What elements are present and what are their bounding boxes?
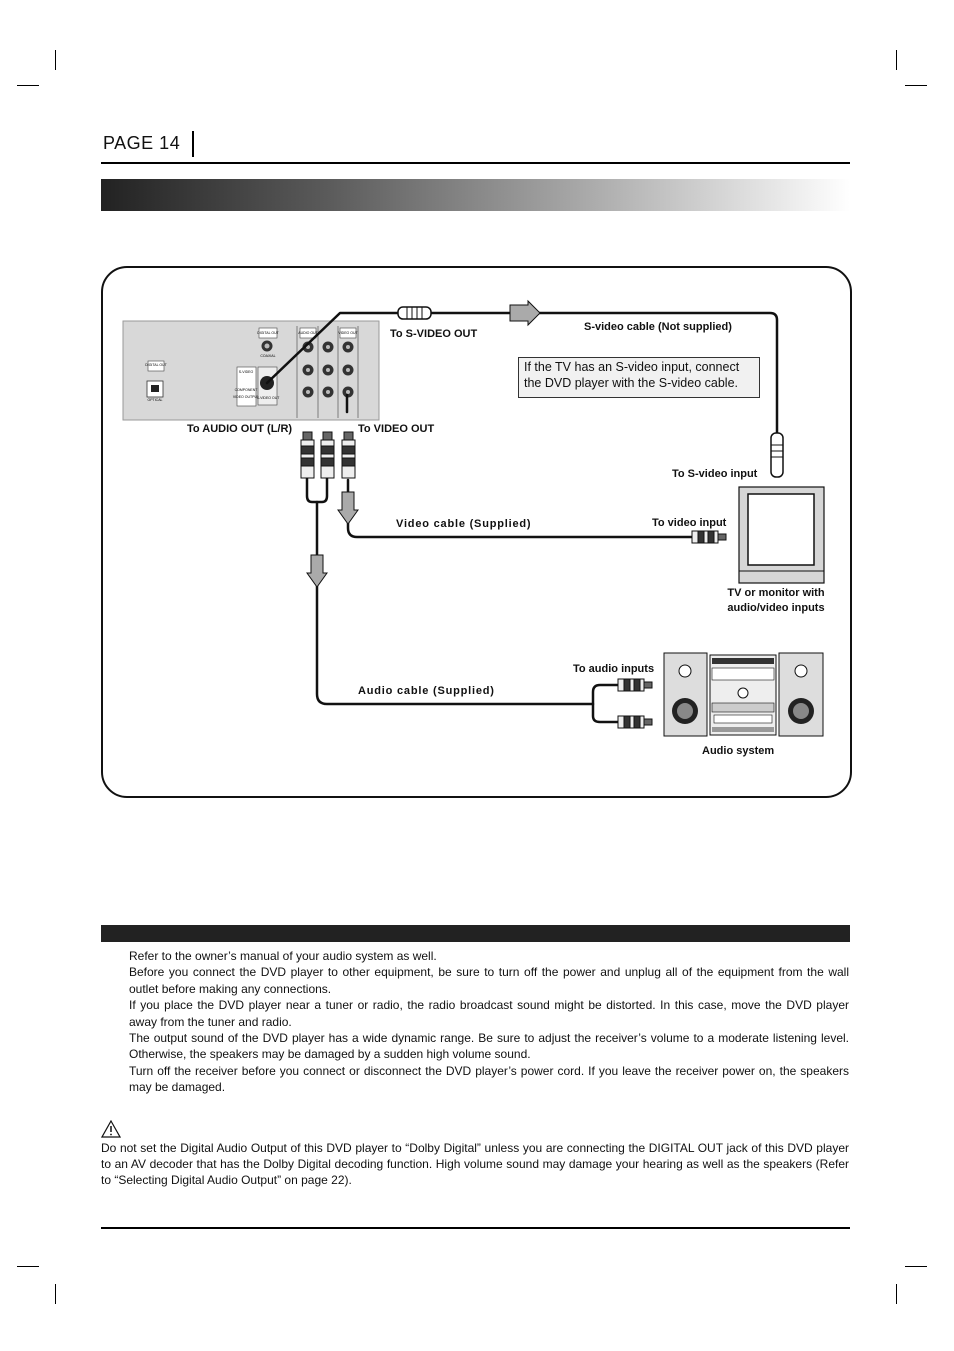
- direction-arrow: [337, 491, 359, 525]
- panel-label: DIGITAL OUT: [257, 331, 279, 335]
- panel-label: VIDEO OUT: [338, 331, 358, 335]
- audio-cable-line: [305, 476, 329, 504]
- s-video-note-box: If the TV has an S-video input, connect …: [518, 357, 760, 398]
- note-item: Before you connect the DVD player to oth…: [129, 965, 849, 996]
- label-to-video-input: To video input: [652, 517, 727, 529]
- tv-monitor-graphic: [738, 486, 825, 584]
- panel-label: COMPONENT: [235, 388, 259, 392]
- warning-triangle-icon: [101, 1120, 121, 1138]
- label-video-cable: Video cable (Supplied): [396, 518, 532, 530]
- label-to-audio-out: To AUDIO OUT (L/R): [187, 423, 293, 435]
- rca-plug-video: [691, 530, 727, 544]
- cables: [265, 311, 779, 724]
- panel-label: DIGITAL OUT: [145, 363, 167, 367]
- direction-arrow: [306, 554, 328, 588]
- panel-label: S-VIDEO: [239, 370, 254, 374]
- crop-mark: [55, 1284, 56, 1304]
- s-video-cable-line: [265, 311, 400, 385]
- crop-mark: [905, 1266, 927, 1267]
- rca-plugs-audio: [617, 678, 653, 729]
- section-title-band: [101, 179, 850, 211]
- video-cable-line: [346, 478, 694, 539]
- caution-text: Do not set the Digital Audio Output of t…: [101, 1141, 849, 1187]
- label-to-s-video-out: To S-VIDEO OUT: [390, 328, 478, 340]
- label-s-video-cable: S-video cable (Not supplied): [584, 321, 732, 333]
- s-video-plug: [397, 306, 432, 320]
- crop-mark: [17, 1266, 39, 1267]
- crop-mark: [55, 50, 56, 70]
- label-tv-monitor: TV or monitor with audio/video inputs: [720, 586, 832, 616]
- panel-label: S-VIDEO OUT: [257, 396, 281, 400]
- label-to-video-out: To VIDEO OUT: [358, 423, 435, 435]
- dvd-rear-panel: DIGITAL OUT OPTICAL DIGITAL OUT COAXIAL …: [122, 320, 380, 421]
- crop-mark: [896, 1284, 897, 1304]
- panel-label: VIDEO OUTPUT: [233, 395, 260, 399]
- audio-system-graphic: [663, 652, 824, 737]
- note-item: Turn off the receiver before you connect…: [129, 1063, 849, 1095]
- rca-plugs: [300, 431, 356, 479]
- label-to-audio-inputs: To audio inputs: [573, 663, 655, 675]
- header-divider: [192, 131, 194, 157]
- note-item: If you place the DVD player near a tuner…: [129, 998, 849, 1029]
- crop-mark: [896, 50, 897, 70]
- s-video-plug-tv: [770, 432, 784, 478]
- panel-label: AUDIO OUT: [298, 331, 318, 335]
- label-audio-cable: Audio cable (Supplied): [358, 685, 495, 697]
- page-number: PAGE 14: [103, 133, 181, 153]
- notes-list: Refer to the owner’s manual of your audi…: [129, 948, 849, 1096]
- header-rule: [101, 162, 850, 164]
- panel-label: OPTICAL: [148, 398, 163, 402]
- label-to-s-video-input: To S-video input: [672, 468, 758, 480]
- connection-diagram-frame: [101, 266, 852, 798]
- direction-arrow: [509, 299, 541, 327]
- panel-label: COAXIAL: [260, 354, 275, 358]
- crop-mark: [905, 85, 927, 86]
- crop-mark: [17, 85, 39, 86]
- note-item: Refer to the owner’s manual of your audi…: [129, 949, 437, 963]
- notes-section-band: [101, 925, 850, 942]
- footer-rule: [101, 1227, 850, 1229]
- note-item: The output sound of the DVD player has a…: [129, 1031, 849, 1062]
- label-tv-monitor-line1: TV or monitor with: [727, 587, 825, 599]
- label-audio-system: Audio system: [702, 745, 775, 757]
- label-tv-monitor-line2: audio/video inputs: [727, 602, 825, 614]
